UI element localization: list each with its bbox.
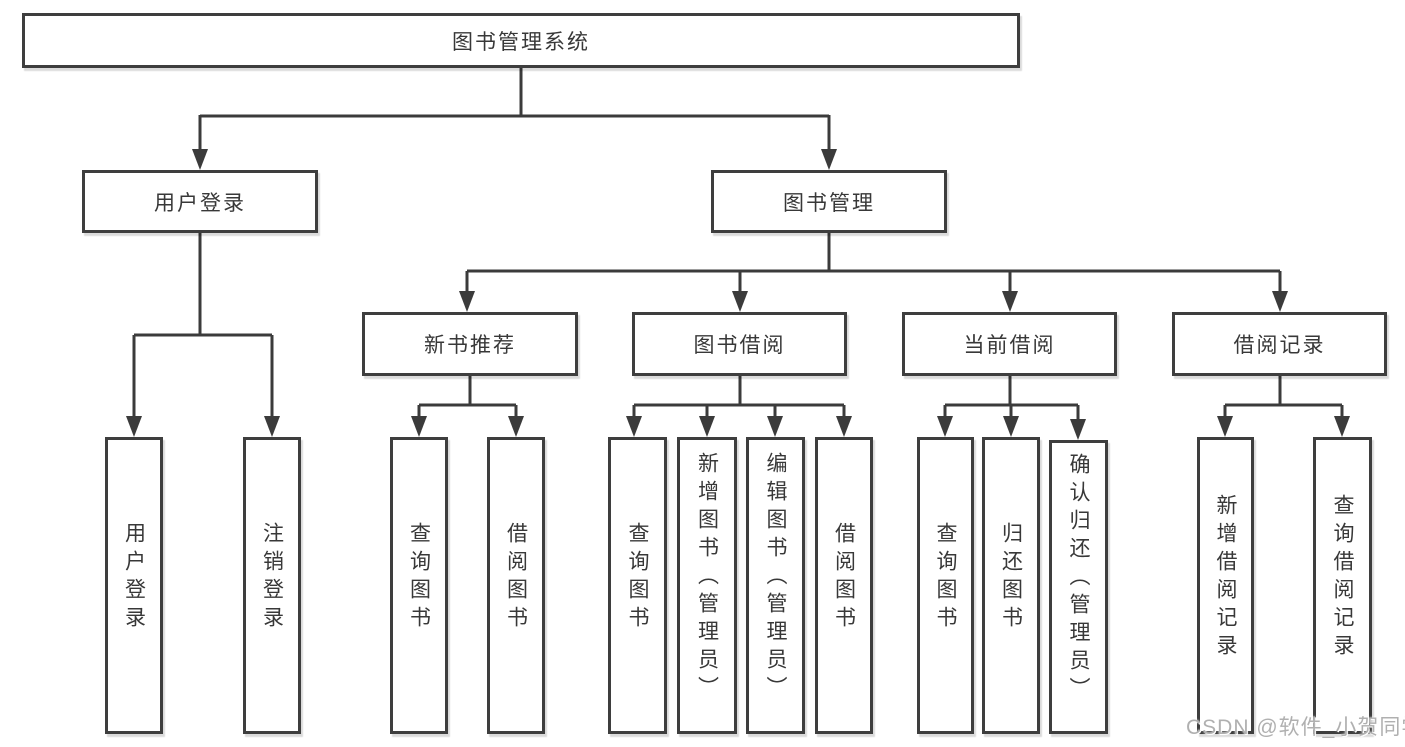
leaf-confirm-return-admin: 确认归还（管理员） (1049, 440, 1108, 734)
connector-borrow-records-branch (1223, 376, 1344, 420)
arrowhead-icon (821, 149, 837, 170)
node-user-login: 用户登录 (82, 170, 318, 233)
arrowhead-icon (264, 416, 280, 437)
leaf-borrow-book: 借阅图书 (815, 437, 873, 734)
arrowhead-icon (1272, 291, 1288, 312)
arrowhead-icon (836, 416, 852, 437)
connector-user-login-branch (132, 233, 274, 420)
arrowhead-icon (192, 149, 208, 170)
leaf-add-borrow-record: 新增借阅记录 (1197, 437, 1254, 734)
arrowhead-icon (1002, 291, 1018, 312)
node-root-system: 图书管理系统 (22, 13, 1020, 68)
node-current-borrow: 当前借阅 (902, 312, 1117, 376)
leaf-return-book: 归还图书 (982, 437, 1040, 734)
arrowhead-icon (626, 416, 642, 437)
arrowhead-icon (732, 291, 748, 312)
arrowhead-icon (767, 416, 783, 437)
leaf-edit-book-admin: 编辑图书（管理员） (746, 437, 805, 734)
arrowhead-icon (411, 416, 427, 437)
arrowhead-icon (699, 416, 715, 437)
arrowhead-icon (459, 291, 475, 312)
leaf-current-query-book: 查询图书 (917, 437, 974, 734)
leaf-borrow-query-book: 查询图书 (608, 437, 667, 734)
arrowhead-icon (508, 416, 524, 437)
leaf-query-borrow-record: 查询借阅记录 (1313, 437, 1372, 734)
connector-current-borrow-branch (943, 376, 1080, 423)
watermark: CSDN @软件_小贺同学 (1186, 716, 1405, 739)
leaf-logout: 注销登录 (243, 437, 301, 734)
node-new-book-recommend: 新书推荐 (362, 312, 578, 376)
leaf-user-login: 用户登录 (105, 437, 163, 734)
arrowhead-icon (1217, 416, 1233, 437)
leaf-recommend-query-book: 查询图书 (390, 437, 448, 734)
connector-new-book-recommend-branch (417, 376, 518, 420)
leaf-recommend-borrow-book: 借阅图书 (487, 437, 545, 734)
leaf-add-book-admin: 新增图书（管理员） (677, 437, 737, 734)
arrowhead-icon (1334, 416, 1350, 437)
connector-root-to-level2 (198, 68, 831, 152)
arrowhead-icon (126, 416, 142, 437)
node-borrow-records: 借阅记录 (1172, 312, 1387, 376)
arrowhead-icon (1003, 416, 1019, 437)
node-book-management: 图书管理 (711, 170, 947, 233)
arrowhead-icon (937, 416, 953, 437)
connector-book-borrow-branch (632, 376, 846, 420)
node-book-borrow: 图书借阅 (632, 312, 847, 376)
connector-book-management-branch (465, 233, 1282, 295)
arrowhead-icon (1070, 419, 1086, 440)
